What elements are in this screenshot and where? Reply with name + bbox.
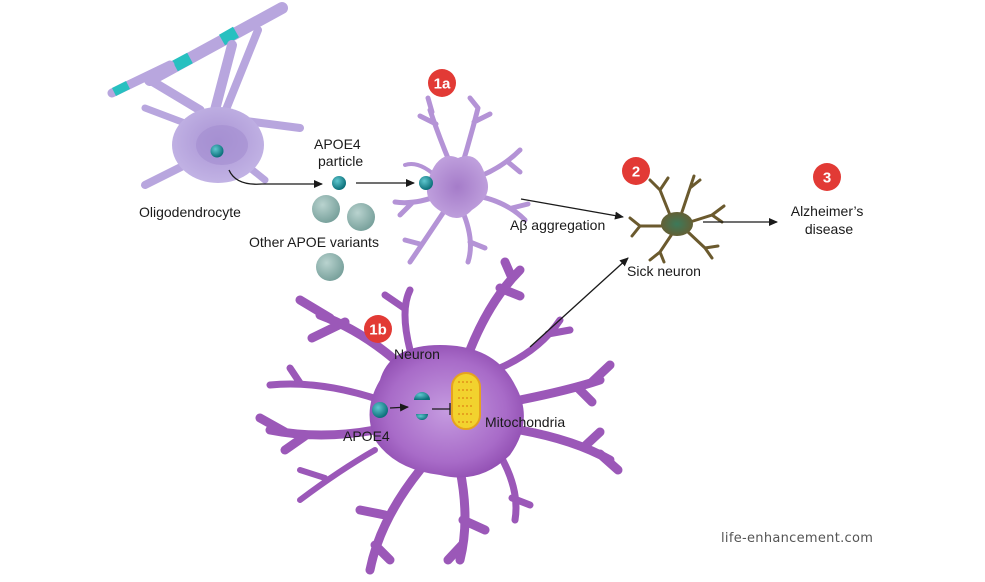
variant-particle-1 — [312, 195, 340, 223]
apoe4-fragments — [414, 392, 430, 420]
step-badge-2: 2 — [622, 157, 650, 185]
apoe4-particle-label: APOE4 particle — [314, 136, 365, 169]
sick-neuron-cell — [628, 174, 726, 264]
svg-text:1a: 1a — [434, 76, 451, 93]
apoe4-particle-in-oligodendrocyte — [210, 144, 224, 158]
alzheimers-disease-label: Alzheimer’s disease — [791, 203, 868, 237]
svg-text:3: 3 — [823, 170, 831, 187]
step-badge-1b: 1b — [364, 315, 392, 343]
mitochondrion — [451, 372, 481, 430]
apoe4-particle-label-line1: APOE4 — [314, 136, 361, 152]
step-badge-1a: 1a — [428, 69, 456, 97]
mitochondria-label: Mitochondria — [485, 414, 565, 430]
sick-neuron-label: Sick neuron — [627, 263, 701, 279]
apoe4-label: APOE4 — [343, 428, 390, 444]
ab-aggregation-label: Aβ aggregation — [510, 217, 605, 233]
apoe4-particle-label-line2: particle — [318, 153, 363, 169]
alzheimers-label-line2: disease — [805, 221, 853, 237]
neuron-cell — [255, 257, 623, 575]
apoe4-particle — [332, 176, 346, 190]
astrocyte-soma — [426, 156, 489, 219]
watermark: life-enhancement.com — [721, 531, 873, 546]
svg-text:1b: 1b — [369, 322, 387, 339]
arrow-astrocyte-to-sick-neuron — [520, 198, 624, 220]
step-badge-3: 3 — [813, 163, 841, 191]
apoe4-particle-in-neuron — [372, 402, 388, 418]
arrow-apoe4-to-fragments — [389, 403, 409, 412]
apoe4-particle-in-astrocyte — [419, 176, 433, 190]
svg-text:2: 2 — [632, 164, 640, 181]
sick-neuron-soma — [661, 212, 693, 236]
oligodendrocyte-cell — [107, 2, 304, 189]
inhibition-marker — [432, 403, 451, 415]
alzheimers-label-line1: Alzheimer’s — [791, 203, 864, 219]
oligodendrocyte-label: Oligodendrocyte — [139, 204, 241, 220]
neuron-label: Neuron — [394, 346, 440, 362]
other-apoe-variants-label: Other APOE variants — [249, 234, 379, 250]
arrow-oligo-to-particle — [228, 169, 323, 188]
other-apoe-variant-particles — [312, 195, 375, 281]
variant-particle-3 — [316, 253, 344, 281]
arrow-neuron-to-sick-neuron — [529, 257, 629, 348]
neuron-soma — [369, 345, 524, 478]
variant-particle-2 — [347, 203, 375, 231]
